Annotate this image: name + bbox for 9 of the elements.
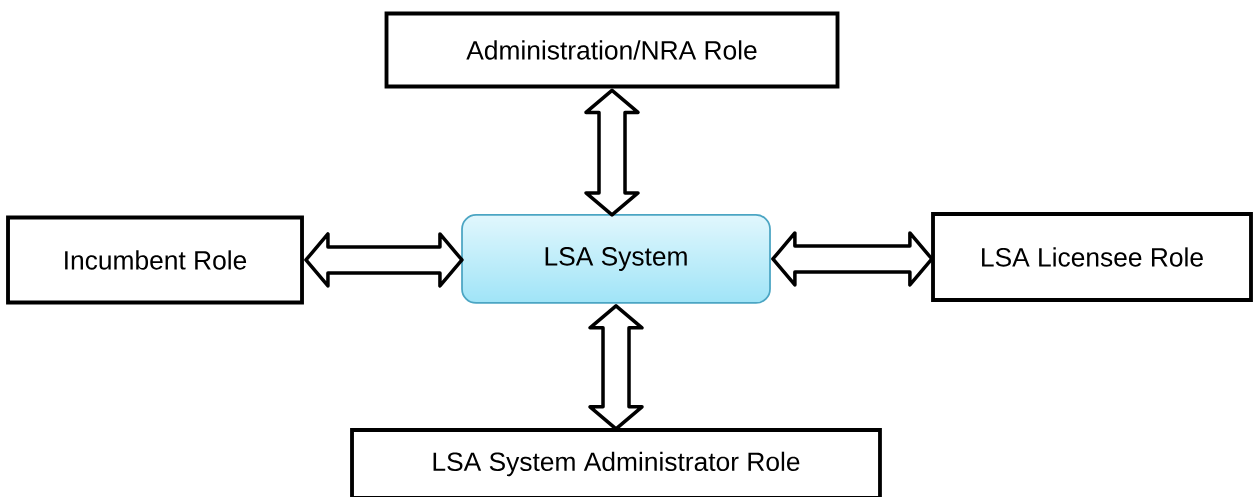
double-arrow <box>304 232 464 288</box>
double-arrow <box>584 88 640 217</box>
double-arrow <box>588 304 644 431</box>
role-box: Administration/NRA Role <box>384 11 840 89</box>
role-box: LSA Licensee Role <box>931 212 1253 302</box>
role-box: LSA System Administrator Role <box>350 428 882 497</box>
system-box: LSA System <box>461 214 771 304</box>
double-arrow <box>771 231 934 287</box>
role-box: Incumbent Role <box>6 215 304 305</box>
